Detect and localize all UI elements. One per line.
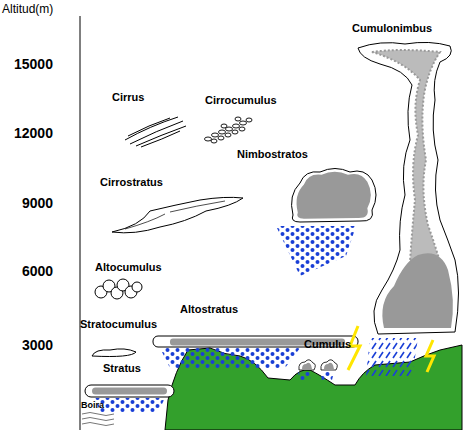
fog-symbol-part <box>82 413 114 416</box>
axis-title: Altitud(m) <box>2 3 53 16</box>
stratus-cloud-part <box>92 388 167 395</box>
cirrus-cloud-part <box>125 117 178 140</box>
cirrostratus-cloud-part <box>125 201 225 229</box>
cirrostratus-cloud-part <box>112 197 243 232</box>
cumulonimbus-cloud-part <box>366 338 418 376</box>
cirrus-cloud-part <box>130 121 183 144</box>
cloud-name: Boira <box>81 401 104 411</box>
stratus-cloud-part <box>95 398 165 412</box>
altostratus-cloud-part <box>160 348 300 368</box>
cloud-name: Stratocumulus <box>80 318 157 330</box>
nimbostratus-cloud-part <box>292 169 376 223</box>
altocumulus-cloud-part <box>132 282 142 292</box>
nimbostratus-cloud <box>276 169 376 277</box>
altitude-tick: 6000 <box>22 264 53 279</box>
cirrocumulus-cloud-part <box>240 121 247 125</box>
altitude-tick: 12000 <box>14 126 53 141</box>
cirrus-cloud-part <box>141 131 180 147</box>
cirrus-cloud-part <box>128 118 170 136</box>
lightning-bolt <box>348 326 434 372</box>
altitude-axis <box>80 16 81 430</box>
cirrocumulus-cloud-part <box>221 124 227 128</box>
cirrostratus-cloud <box>112 197 243 232</box>
cloud-name: Cirrostratus <box>100 176 163 188</box>
cirrocumulus-cloud-part <box>225 133 231 137</box>
cumulus-cloud <box>298 360 337 380</box>
fog-symbol-part <box>82 423 114 426</box>
nimbostratus-cloud-part <box>297 172 371 219</box>
cirrocumulus-cloud <box>205 117 253 143</box>
cirrus-cloud-part <box>136 126 186 146</box>
cloud-name: Nimbostratos <box>237 148 308 160</box>
nimbostratus-cloud-part <box>276 226 356 276</box>
stratus-cloud-part <box>85 385 174 397</box>
stratocumulus-cloud <box>92 349 136 357</box>
cumulonimbus-cloud <box>358 42 459 376</box>
altocumulus-cloud <box>95 279 142 299</box>
cloud-name: Cirrus <box>112 91 144 103</box>
cirrocumulus-cloud-part <box>232 130 238 134</box>
altitude-tick: 15000 <box>14 57 53 72</box>
cirrocumulus-cloud-part <box>239 127 245 131</box>
cirrocumulus-cloud-part <box>235 117 241 121</box>
cirrocumulus-cloud-part <box>233 124 240 128</box>
cloud-name: Altostratus <box>180 303 238 315</box>
cirrocumulus-cloud-part <box>212 133 219 137</box>
cumulonimbus-cloud-part <box>382 253 453 328</box>
cumulus-cloud-part <box>324 363 334 369</box>
cumulus-cloud-part <box>321 360 337 370</box>
fog-symbol-part <box>82 418 114 421</box>
cumulonimbus-cloud-part <box>358 42 459 334</box>
cumulus-cloud-part <box>298 372 334 380</box>
cirrocumulus-cloud-part <box>218 136 224 140</box>
cumulonimbus-cloud-part <box>372 50 440 262</box>
cloud-name: Cirrocumulus <box>205 94 277 106</box>
altitude-tick: 9000 <box>22 196 53 211</box>
cirrocumulus-cloud-part <box>205 137 212 141</box>
cirrocumulus-cloud-part <box>211 139 217 143</box>
altitude-axis-part <box>80 16 81 430</box>
cloud-name: Altocumulus <box>95 261 162 273</box>
fog-symbol <box>82 413 114 426</box>
cloud-name: Stratus <box>103 362 141 374</box>
stratocumulus-cloud-part <box>92 349 136 357</box>
cumulus-cloud-part <box>299 360 315 370</box>
cloud-name: Cumulonimbus <box>352 22 432 34</box>
cloud-name: Cumulus <box>304 338 351 350</box>
altitude-tick: 3000 <box>22 338 53 353</box>
cirrocumulus-cloud-part <box>219 130 226 134</box>
cirrocumulus-cloud-part <box>246 118 252 122</box>
lightning-bolt-part <box>426 340 434 372</box>
cirrus-cloud <box>125 117 186 147</box>
cumulus-cloud-part <box>302 363 312 369</box>
